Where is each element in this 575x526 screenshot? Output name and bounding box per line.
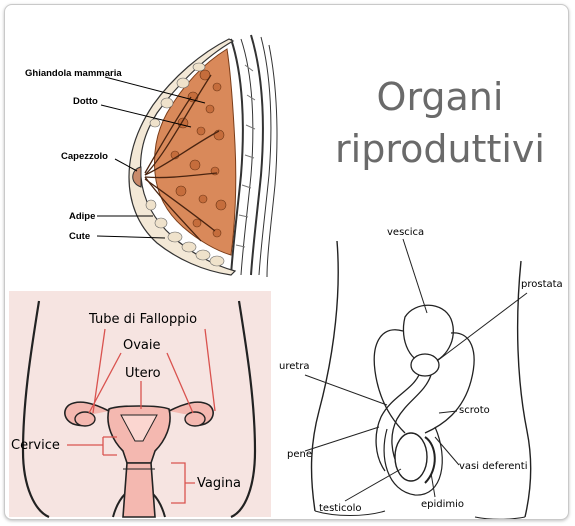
label-ovaries: Ovaie [123,338,161,353]
breast-diagram: Ghiandola mammaria Dotto Capezzolo Adipe… [5,5,295,285]
leader-penis [305,427,379,451]
label-prostate: prostata [521,279,563,290]
prostate [411,354,439,376]
label-duct: Dotto [73,96,98,107]
label-nipple: Capezzolo [61,151,108,162]
label-bladder: vescica [387,227,424,238]
label-testis: testicolo [319,503,362,514]
title-line-1: Organi [305,71,569,123]
leader-testis [345,469,401,501]
slide-frame: Organi riproduttivi [4,4,569,520]
leader-bladder [403,239,427,313]
chest-wall [231,35,277,277]
label-penis: pene [287,449,312,460]
label-skin: Cute [69,231,90,242]
female-diagram: Tube di Falloppio Ovaie Utero Cervice Va… [9,291,279,520]
label-urethra: uretra [279,361,310,372]
leader-epididymis [431,473,435,497]
label-uterus: Utero [125,366,161,381]
vagina [123,463,155,517]
label-vagina: Vagina [197,476,241,491]
label-epididymis: epidimio [421,499,464,510]
testis [395,433,427,481]
label-scrotum: scroto [459,405,490,416]
ovary-left [75,412,95,426]
label-vas: vasi deferenti [459,461,527,472]
title-line-2: riproduttivi [305,123,569,175]
label-cervix: Cervice [11,438,60,453]
ovary-right [185,412,205,426]
leader-vas [435,437,459,465]
label-fat: Adipe [69,211,95,222]
label-tubes: Tube di Falloppio [88,312,197,327]
leader-urethra [305,375,387,405]
male-diagram: vescica prostata uretra scroto pene vasi… [275,221,569,520]
slide-title: Organi riproduttivi [305,71,569,175]
